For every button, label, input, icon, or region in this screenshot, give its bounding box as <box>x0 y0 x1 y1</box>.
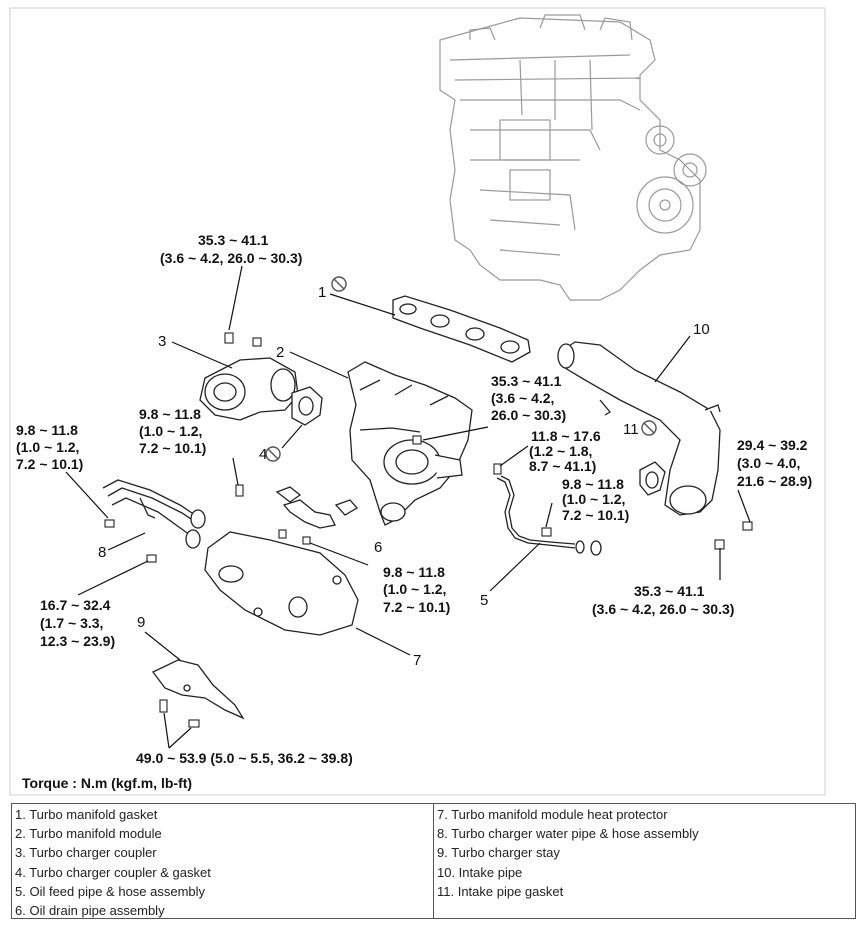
coupler-gasket-shape <box>291 386 323 426</box>
legend-item: 3. Turbo charger coupler <box>15 845 157 861</box>
legend-item: 6. Oil drain pipe assembly <box>15 902 165 918</box>
legend-item: 8. Turbo charger water pipe & hose assem… <box>437 826 699 842</box>
callout-5: 5 <box>480 592 488 609</box>
svg-text:(3.6 ~ 4.2, 26.0 ~ 30.3): (3.6 ~ 4.2, 26.0 ~ 30.3) <box>160 250 302 266</box>
torque-spec-intake-pipe-nut: 35.3 ~ 41.1 (3.6 ~ 4.2, 26.0 ~ 30.3) <box>592 583 734 617</box>
svg-text:8.7 ~ 41.1): 8.7 ~ 41.1) <box>529 458 596 474</box>
svg-text:9.8 ~ 11.8: 9.8 ~ 11.8 <box>16 422 78 438</box>
svg-text:(1.7 ~ 3.3,: (1.7 ~ 3.3, <box>40 615 103 631</box>
callout-2: 2 <box>276 344 284 361</box>
callout-1: 1 <box>318 284 326 301</box>
torque-spec-coupler-bolt: 9.8 ~ 11.8 (1.0 ~ 1.2, 7.2 ~ 10.1) <box>139 406 206 456</box>
svg-text:(3.0 ~ 4.0,: (3.0 ~ 4.0, <box>737 455 800 471</box>
torque-units-label: Torque : N.m (kgf.m, lb-ft) <box>22 775 192 791</box>
turbo-charger-coupler-shape <box>199 357 299 421</box>
legend-item: 4. Turbo charger coupler & gasket <box>15 864 211 880</box>
callout-7: 7 <box>413 652 421 669</box>
bolts <box>104 332 753 728</box>
legend-item: 11. Intake pipe gasket <box>437 883 564 899</box>
torque-spec-heat-protector-bolt: 16.7 ~ 32.4 (1.7 ~ 3.3, 12.3 ~ 23.9) <box>40 597 115 649</box>
torque-spec-water-pipe: 9.8 ~ 11.8 (1.0 ~ 1.2, 7.2 ~ 10.1) <box>16 422 83 472</box>
svg-text:26.0 ~ 30.3): 26.0 ~ 30.3) <box>491 407 566 423</box>
turbo-manifold-gasket-shape <box>392 295 531 363</box>
legend-item: 7. Turbo manifold module heat protector <box>437 807 668 822</box>
svg-text:9.8 ~ 11.8: 9.8 ~ 11.8 <box>139 406 201 422</box>
turbo-charger-stay-shape <box>152 659 245 720</box>
svg-text:9.8 ~ 11.8: 9.8 ~ 11.8 <box>383 564 445 580</box>
torque-spec-intake-pipe-bolt: 29.4 ~ 39.2 (3.0 ~ 4.0, 21.6 ~ 28.9) <box>737 437 812 489</box>
parts-legend-table: 1. Turbo manifold gasket 2. Turbo manifo… <box>11 803 856 919</box>
svg-text:(1.0 ~ 1.2,: (1.0 ~ 1.2, <box>16 439 79 455</box>
svg-text:35.3 ~ 41.1: 35.3 ~ 41.1 <box>491 373 562 389</box>
svg-text:(1.0 ~ 1.2,: (1.0 ~ 1.2, <box>139 423 202 439</box>
legend-item: 10. Intake pipe <box>437 864 523 880</box>
callout-8: 8 <box>98 544 106 561</box>
svg-text:7.2 ~ 10.1): 7.2 ~ 10.1) <box>16 456 83 472</box>
svg-text:7.2 ~ 10.1): 7.2 ~ 10.1) <box>562 507 629 523</box>
svg-text:(3.6 ~ 4.2,: (3.6 ~ 4.2, <box>491 390 554 406</box>
replace-part-icon <box>265 276 657 462</box>
svg-text:(1.0 ~ 1.2,: (1.0 ~ 1.2, <box>383 581 446 597</box>
svg-text:49.0 ~ 53.9 (5.0 ~ 5.5, 36.2 ~: 49.0 ~ 53.9 (5.0 ~ 5.5, 36.2 ~ 39.8) <box>136 750 353 766</box>
svg-text:9.8 ~ 11.8: 9.8 ~ 11.8 <box>562 476 624 492</box>
torque-spec-oil-drain-bolt: 9.8 ~ 11.8 (1.0 ~ 1.2, 7.2 ~ 10.1) <box>383 564 450 615</box>
torque-spec-stay-bolt: 49.0 ~ 53.9 (5.0 ~ 5.5, 36.2 ~ 39.8) <box>136 750 353 766</box>
callout-6: 6 <box>374 539 382 556</box>
callout-11: 11 <box>623 421 639 438</box>
oil-drain-pipe-shape <box>275 486 359 529</box>
legend-item: 5. Oil feed pipe & hose assembly <box>15 883 206 899</box>
legend-item: 2. Turbo manifold module <box>15 826 162 842</box>
callout-10: 10 <box>693 321 710 338</box>
callout-3: 3 <box>158 333 166 350</box>
leader-lines <box>65 265 751 749</box>
svg-text:7.2 ~ 10.1): 7.2 ~ 10.1) <box>383 599 450 615</box>
svg-text:11.8 ~ 17.6: 11.8 ~ 17.6 <box>531 428 601 444</box>
heat-protector-shape <box>204 531 359 636</box>
torque-spec-oil-feed-bolt: 9.8 ~ 11.8 (1.0 ~ 1.2, 7.2 ~ 10.1) <box>562 476 629 523</box>
svg-text:(3.6 ~ 4.2, 26.0 ~ 30.3): (3.6 ~ 4.2, 26.0 ~ 30.3) <box>592 601 734 617</box>
intake-pipe-shape <box>557 341 721 516</box>
callout-9: 9 <box>137 614 145 631</box>
svg-text:7.2 ~ 10.1): 7.2 ~ 10.1) <box>139 440 206 456</box>
svg-text:12.3 ~ 23.9): 12.3 ~ 23.9) <box>40 633 115 649</box>
legend-column-left: 1. Turbo manifold gasket 2. Turbo manifo… <box>12 804 433 918</box>
legend-column-right: 7. Turbo manifold module heat protector … <box>433 804 855 918</box>
svg-text:35.3 ~ 41.1: 35.3 ~ 41.1 <box>198 232 269 248</box>
svg-text:35.3 ~ 41.1: 35.3 ~ 41.1 <box>634 583 705 599</box>
svg-text:29.4 ~ 39.2: 29.4 ~ 39.2 <box>737 437 808 453</box>
torque-spec-manifold-bolt: 35.3 ~ 41.1 (3.6 ~ 4.2, 26.0 ~ 30.3) <box>160 232 302 266</box>
svg-text:(1.0 ~ 1.2,: (1.0 ~ 1.2, <box>562 491 625 507</box>
svg-text:(1.2 ~ 1.8,: (1.2 ~ 1.8, <box>529 443 592 459</box>
engine-block-illustration <box>439 14 707 301</box>
exploded-diagram: 1 2 3 4 5 6 7 8 9 10 11 35.3 ~ 41.1 (3.6… <box>9 7 826 796</box>
turbo-manifold-module-shape <box>347 361 473 526</box>
torque-spec-manifold-nut: 35.3 ~ 41.1 (3.6 ~ 4.2, 26.0 ~ 30.3) <box>491 373 566 423</box>
torque-spec-oil-feed-eye-bolt: 11.8 ~ 17.6 (1.2 ~ 1.8, 8.7 ~ 41.1) <box>529 428 601 474</box>
legend-item: 1. Turbo manifold gasket <box>15 807 158 822</box>
intake-gasket-shape <box>639 461 666 496</box>
water-pipe-shape <box>102 479 206 549</box>
legend-item: 9. Turbo charger stay <box>437 845 560 861</box>
callout-4: 4 <box>259 446 267 463</box>
svg-text:21.6 ~ 28.9): 21.6 ~ 28.9) <box>737 473 812 489</box>
svg-text:16.7 ~ 32.4: 16.7 ~ 32.4 <box>40 597 111 613</box>
oil-feed-pipe-shape <box>496 475 602 556</box>
